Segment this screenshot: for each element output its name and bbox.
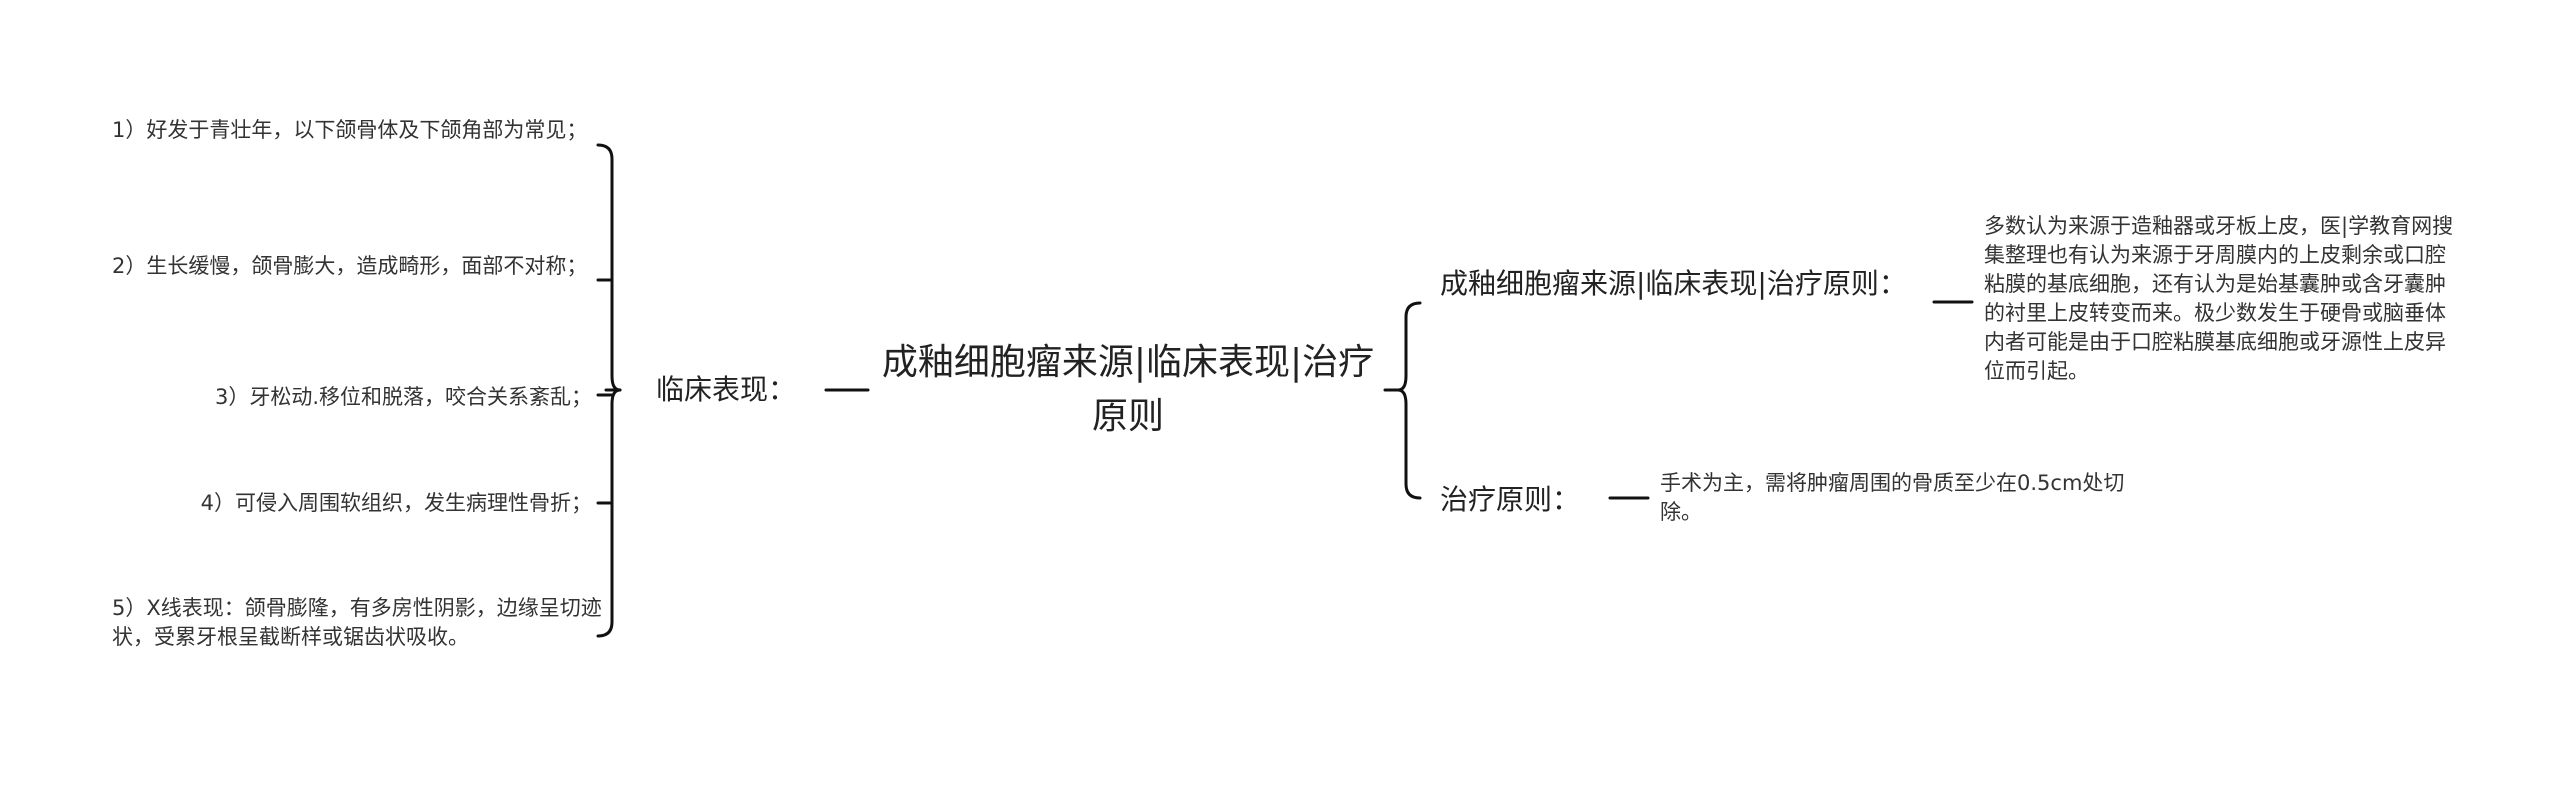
root-title: 成釉细胞瘤来源|临床表现|治疗原则 (881, 342, 1375, 437)
branch-clinical-label: 临床表现： (656, 373, 797, 406)
root-node[interactable]: 成釉细胞瘤来源|临床表现|治疗原则 (878, 336, 1378, 444)
branch-origin-label: 成釉细胞瘤来源|临床表现|治疗原则： (1440, 267, 1907, 300)
leaf-clinical-4[interactable]: 4）可侵入周围软组织，发生病理性骨折； (112, 489, 592, 518)
leaf-clinical-1-text: 1）好发于青壮年，以下颌骨体及下颌角部为常见； (112, 118, 588, 142)
detail-origin-text: 多数认为来源于造釉器或牙板上皮，医|学教育网搜集整理也有认为来源于牙周膜内的上皮… (1984, 214, 2454, 383)
leaf-clinical-3-text: 3）牙松动.移位和脱落，咬合关系紊乱； (214, 385, 592, 409)
branch-treatment-label: 治疗原则： (1440, 483, 1581, 516)
branch-treatment[interactable]: 治疗原则： (1440, 480, 1600, 520)
leaf-clinical-5[interactable]: 5）X线表现：颌骨膨隆，有多房性阴影，边缘呈切迹状，受累牙根呈截断样或锯齿状吸收… (112, 594, 602, 652)
leaf-clinical-3[interactable]: 3）牙松动.移位和脱落，咬合关系紊乱； (112, 383, 592, 412)
right-brace (1396, 301, 1422, 500)
branch-origin[interactable]: 成釉细胞瘤来源|临床表现|治疗原则： (1440, 264, 1920, 304)
detail-treatment[interactable]: 手术为主，需将肿瘤周围的骨质至少在0.5cm处切除。 (1660, 469, 2140, 527)
leaf-clinical-2-text: 2）生长缓慢，颌骨膨大，造成畸形，面部不对称； (112, 254, 588, 278)
leaf-clinical-2[interactable]: 2）生长缓慢，颌骨膨大，造成畸形，面部不对称； (112, 252, 592, 281)
leaf-clinical-1[interactable]: 1）好发于青壮年，以下颌骨体及下颌角部为常见； (112, 116, 592, 145)
leaf-clinical-4-text: 4）可侵入周围软组织，发生病理性骨折； (200, 491, 592, 515)
detail-treatment-text: 手术为主，需将肿瘤周围的骨质至少在0.5cm处切除。 (1660, 471, 2125, 524)
branch-clinical[interactable]: 临床表现： (656, 370, 806, 410)
left-brace (596, 143, 622, 638)
detail-origin[interactable]: 多数认为来源于造釉器或牙板上皮，医|学教育网搜集整理也有认为来源于牙周膜内的上皮… (1984, 212, 2460, 386)
leaf-clinical-5-text: 5）X线表现：颌骨膨隆，有多房性阴影，边缘呈切迹状，受累牙根呈截断样或锯齿状吸收… (112, 596, 602, 649)
